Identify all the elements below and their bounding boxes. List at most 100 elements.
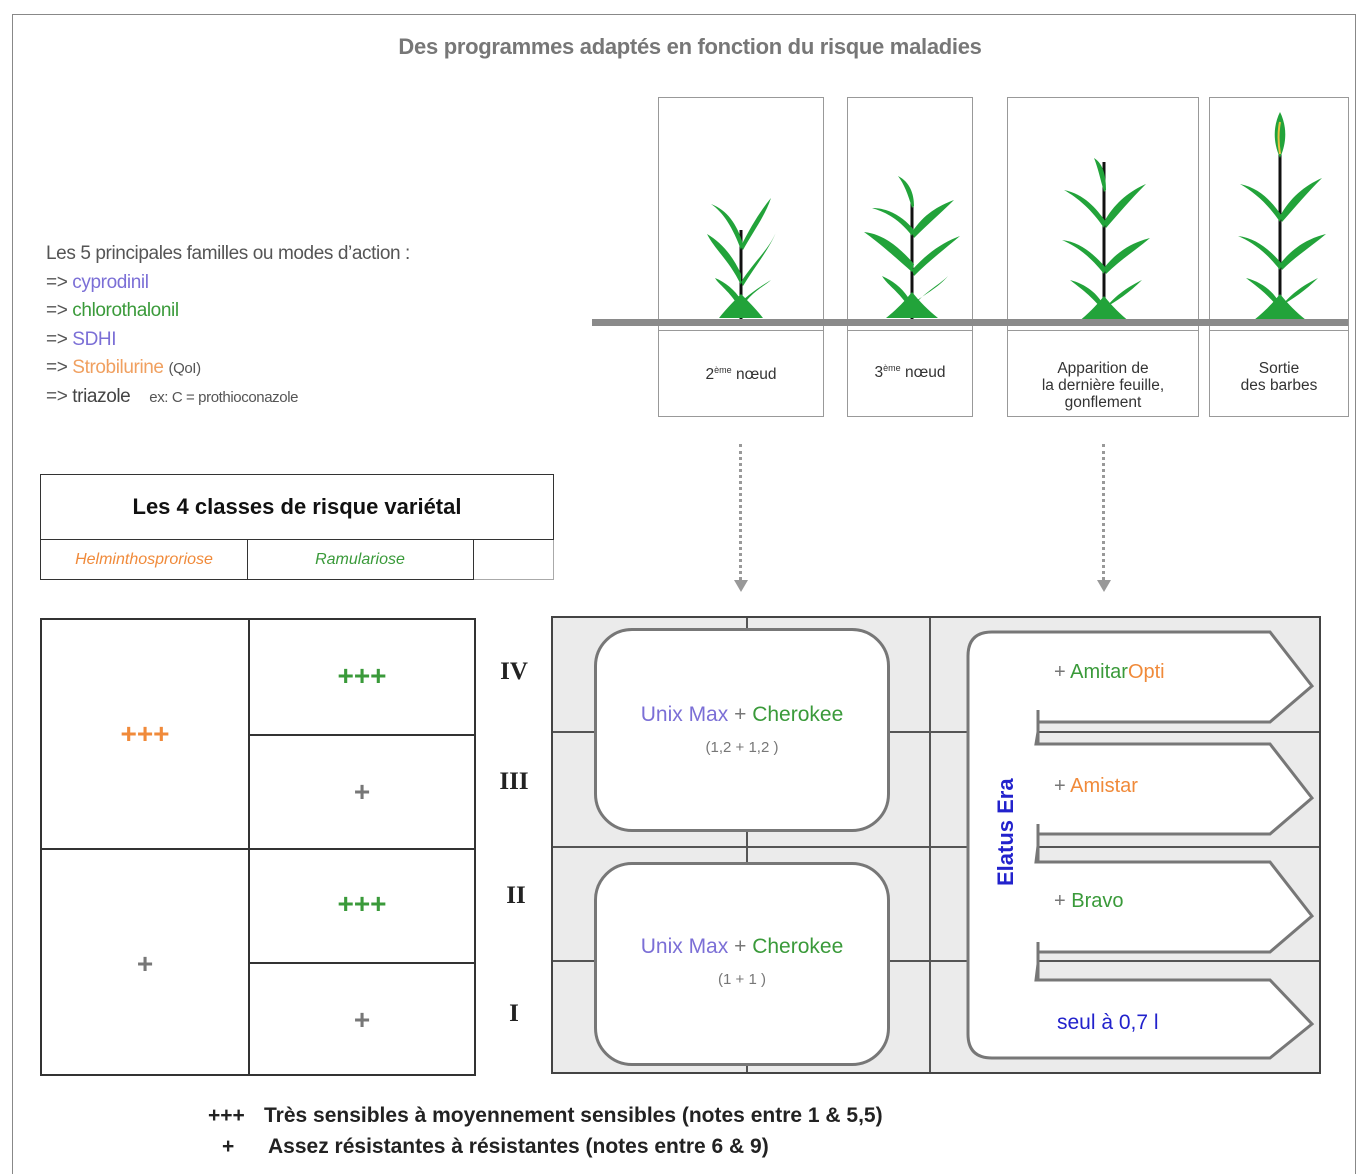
class-i: I	[509, 1000, 519, 1027]
families-heading: Les 5 principales familles ou modes d’ac…	[46, 243, 410, 264]
product-amitar: Amitar	[1070, 661, 1128, 683]
t1-dose: (1 + 1 )	[718, 971, 766, 988]
product-unix-max: Unix Max	[640, 935, 729, 958]
legend-symbol: +++	[208, 1104, 245, 1127]
grid-line	[553, 846, 1319, 848]
family-suffix: ex: C = prothioconazole	[149, 389, 299, 406]
t2-option-iv: + AmitarOpti	[1054, 661, 1165, 684]
grid-line	[746, 618, 748, 1072]
stage-text: nœud	[735, 366, 777, 384]
family-arrow: =>	[46, 357, 68, 378]
family-arrow: =>	[46, 329, 68, 350]
family-name: cyprodinil	[72, 272, 149, 293]
stage-divider	[1008, 330, 1198, 331]
ramulariose-iii: +	[353, 776, 371, 807]
stage-box-3rd-node: 3ème nœud	[847, 97, 973, 417]
plus-sign: +	[1054, 661, 1066, 683]
helmintho-high: +++	[120, 718, 170, 749]
product-amistar: Amistar	[1070, 775, 1138, 797]
t2-option-i: seul à 0,7 l	[1057, 1011, 1159, 1034]
column-helminthosporiose: Helminthosproriose	[41, 540, 248, 580]
family-item-triazole: => triazole ex: C = prothioconazole	[46, 386, 298, 408]
t2-base-product: Elatus Era	[993, 778, 1018, 886]
t1-program-low: Unix Max + Cherokee (1 + 1 )	[594, 862, 890, 1066]
legend-text: Très sensibles à moyennement sensibles (…	[264, 1104, 883, 1127]
ramulariose-ii: +++	[337, 888, 387, 919]
family-arrow: =>	[46, 300, 68, 321]
plus-sign: +	[734, 703, 747, 726]
t2-program-shape	[966, 630, 1315, 1060]
t2-dotted-line	[1102, 444, 1105, 580]
grid-line	[553, 731, 1319, 733]
family-item-chlorothalonil: => chlorothalonil	[46, 300, 179, 322]
stage-label: 3ème nœud	[848, 360, 972, 381]
plus-sign: +	[1054, 775, 1066, 797]
t1-arrow-icon	[734, 580, 748, 592]
family-item-sdhi: => SDHI	[46, 329, 116, 351]
risk-columns-row: Helminthosproriose Ramulariose	[40, 540, 474, 580]
stage-ordinal: 3	[874, 364, 884, 382]
stage-label: 2ème nœud	[659, 362, 823, 383]
ramulariose-i: +	[353, 1004, 371, 1035]
stage-text: nœud	[904, 364, 946, 382]
family-name: Strobilurine	[72, 357, 164, 378]
stage-label: Sortie des barbes	[1210, 360, 1348, 394]
stage-line: Sortie	[1258, 360, 1300, 377]
t1-products: Unix Max + Cherokee	[597, 703, 887, 727]
product-opti: Opti	[1127, 661, 1165, 683]
legend-high: +++ Très sensibles à moyennement sensible…	[208, 1104, 883, 1128]
t2-arrow-icon	[1097, 580, 1111, 592]
stage-ordinal: 2	[705, 366, 715, 384]
t2-option-ii: + Bravo	[1054, 890, 1124, 913]
column-ramulariose: Ramulariose	[315, 551, 405, 568]
class-ii: II	[506, 882, 526, 909]
grid-line	[553, 960, 1319, 962]
family-name: chlorothalonil	[72, 300, 179, 321]
plus-sign: +	[734, 935, 747, 958]
diagram-title: Des programmes adaptés en fonction du ri…	[398, 34, 982, 59]
family-item-strobilurine: => Strobilurine (QoI)	[46, 357, 201, 379]
wheat-plant-icon	[707, 198, 777, 322]
stage-box-last-leaf: Apparition de la dernière feuille, gonfl…	[1007, 97, 1199, 417]
stage-divider	[1210, 330, 1348, 331]
ramulariose-iv: +++	[337, 660, 387, 691]
wheat-plant-icon	[1062, 158, 1150, 324]
product-cherokee: Cherokee	[752, 703, 844, 726]
plus-sign: +	[1054, 890, 1066, 912]
family-name: triazole	[72, 386, 131, 407]
stage-divider	[848, 330, 972, 331]
family-arrow: =>	[46, 272, 68, 293]
table-divider	[248, 620, 250, 1074]
risk-table: +++ + +++ + +++ +	[40, 618, 476, 1076]
class-iii: III	[499, 768, 529, 795]
stage-line: gonflement	[1064, 394, 1142, 411]
legend-low: +Assez résistantes à résistantes (notes …	[222, 1135, 769, 1159]
stage-label: Apparition de la dernière feuille, gonfl…	[1008, 360, 1198, 411]
stage-divider	[659, 330, 823, 331]
family-name: SDHI	[72, 329, 117, 350]
wheat-plant-icon	[1238, 112, 1326, 324]
family-arrow: =>	[46, 386, 68, 407]
stage-sup: ème	[883, 363, 901, 373]
product-cherokee: Cherokee	[752, 935, 844, 958]
product-unix-max: Unix Max	[640, 703, 729, 726]
stage-line: la dernière feuille,	[1041, 377, 1165, 394]
stage-line: Apparition de	[1057, 360, 1149, 377]
t1-products: Unix Max + Cherokee	[597, 935, 887, 959]
family-suffix: (QoI)	[168, 360, 202, 377]
table-divider	[42, 848, 474, 850]
product-bravo: Bravo	[1071, 890, 1124, 912]
ground-line	[592, 319, 1348, 326]
family-item-cyprodinil: => cyprodinil	[46, 272, 149, 294]
empty-cell	[474, 540, 554, 580]
table-divider	[250, 734, 474, 736]
grid-line	[929, 618, 931, 1072]
stage-sup: ème	[714, 365, 732, 375]
t1-dotted-line	[739, 444, 742, 580]
wheat-plant-icon	[864, 176, 960, 322]
stage-box-awns: Sortie des barbes	[1209, 97, 1349, 417]
t1-dose: (1,2 + 1,2 )	[705, 739, 779, 756]
legend-symbol: +	[222, 1135, 235, 1158]
helmintho-low: +	[136, 948, 154, 979]
risk-classes-title: Les 4 classes de risque variétal	[40, 474, 554, 540]
